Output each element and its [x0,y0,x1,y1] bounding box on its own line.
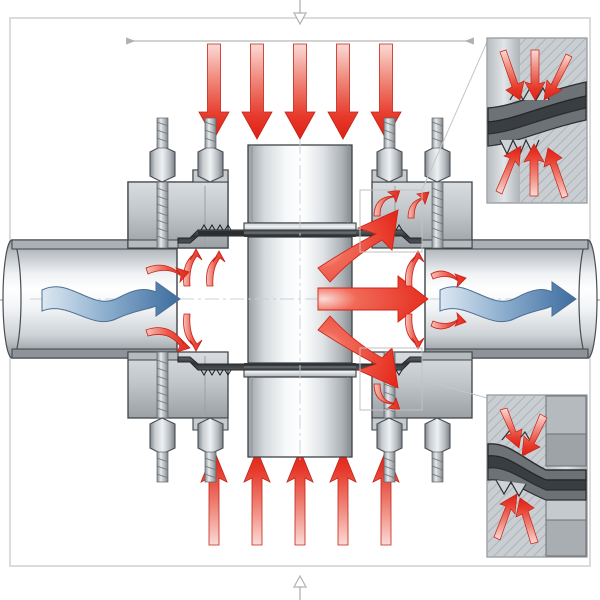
load-marker-top [292,0,308,26]
pressure-arrows-top [198,43,402,140]
stud-bolt-upper-right-inner [376,117,403,183]
hex-nut [149,145,176,183]
stud-bolt-upper-right-outer [424,117,451,249]
inset-arrows-up [495,143,569,199]
stud-bolt-lower-right-outer [424,417,451,483]
load-marker-bottom [292,574,308,600]
leak-swirl-lower-right [373,311,467,411]
hex-nut [376,417,403,455]
pressure-arrow-down [327,43,359,140]
inset-arrows-up [493,493,539,545]
stud-bolt-upper-outer [149,117,176,249]
hex-nut [197,145,224,183]
stud-bolt-lower-outer [149,351,176,483]
hex-nut [424,417,451,455]
fluid-flow-arrow-left [41,281,181,323]
callout-box-upper-gasket [359,189,423,253]
stud-bolts-upper [149,117,451,249]
leak-burst-center [317,209,429,389]
fluid-flow-arrow-right [439,281,577,323]
callout-leader-bottom [421,379,488,399]
gasket-upper [177,224,423,244]
pressure-arrow-down [284,43,316,140]
pressure-arrow-down [241,43,273,140]
stud-bolt-lower-inner [197,417,224,483]
stud-bolt-upper-inner [197,117,224,183]
leak-swirl-upper-left [145,248,226,287]
detail-inset-top-right [486,37,588,204]
hex-nut [424,145,451,183]
hex-nut [149,417,176,455]
pressure-arrow-up [286,448,314,546]
leak-swirl-upper-right [373,189,467,289]
inset-arrows-down [499,407,548,457]
leak-swirl-lower-left [145,313,203,353]
pressure-arrows-bottom [200,448,400,546]
detail-inset-bottom-right [486,394,588,558]
hex-nut [376,145,403,183]
pressure-arrow-down [198,43,230,140]
callout-box-lower-gasket [359,347,423,411]
pressure-arrow-up [329,448,357,546]
pressure-arrow-up [243,448,271,546]
inset-arrows-down [499,49,573,101]
hex-nut [197,417,224,455]
callout-leader-top [421,41,488,191]
